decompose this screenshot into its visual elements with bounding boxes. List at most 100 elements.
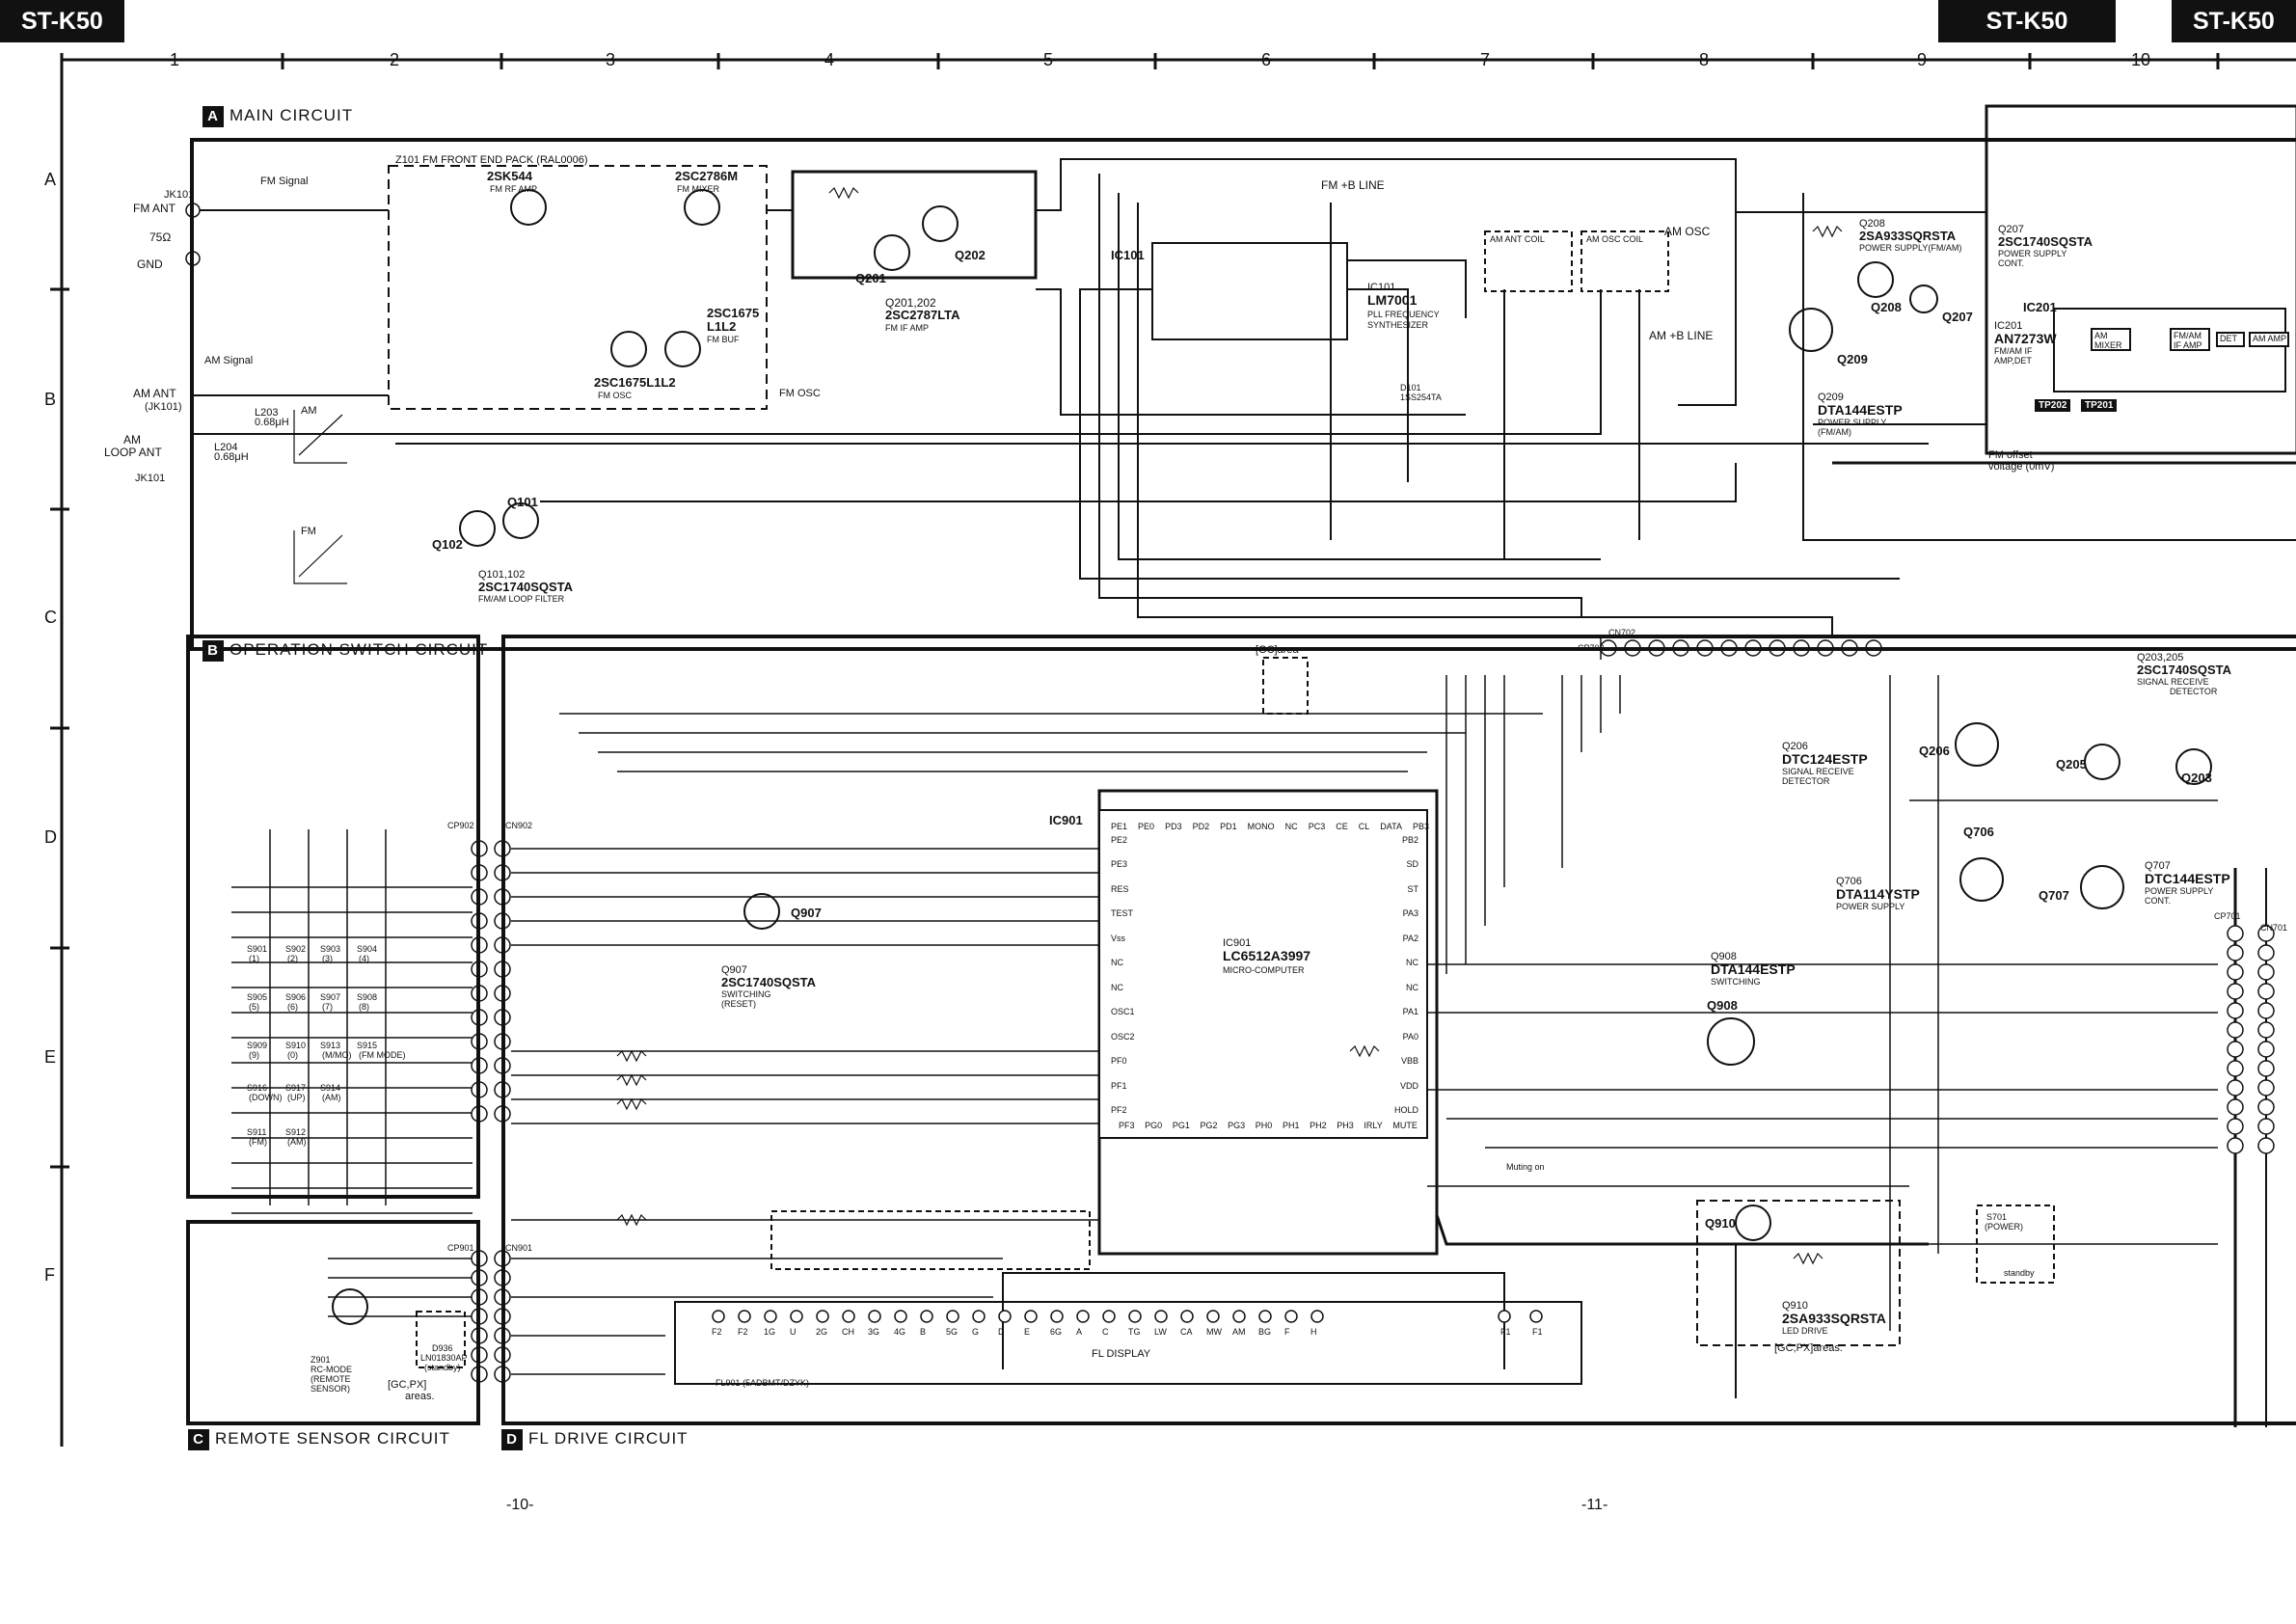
q206-desc-2: DETECTOR: [1782, 776, 1830, 786]
q101-symbol: Q101: [507, 495, 538, 509]
q907-desc-2: (RESET): [721, 999, 756, 1009]
ln-desc: (standby): [424, 1363, 461, 1372]
am-osc-coil: AM OSC COIL: [1586, 234, 1644, 244]
z901-desc-2: (REMOTE: [311, 1374, 351, 1384]
q208-id: Q208: [1859, 218, 1885, 230]
lm7001: LM7001: [1367, 292, 1418, 308]
fm-buf: FM BUF: [707, 335, 740, 344]
d101-type: 1SS254TA: [1400, 392, 1442, 402]
q207-id: Q207: [1998, 224, 2024, 235]
tp201: TP201: [2081, 399, 2118, 412]
switch-label-3: (3): [322, 954, 333, 963]
q907-type: 2SC1740SQSTA: [721, 975, 817, 989]
l204-value: 0.68μH: [214, 451, 249, 463]
fm-rf-amp: FM RF AMP: [490, 184, 537, 194]
q-2sc1675: 2SC1675: [707, 306, 760, 320]
switch-s914: S914: [320, 1083, 341, 1093]
am-signal-label: AM Signal: [204, 355, 254, 366]
q203-205-id: Q203,205: [2137, 652, 2184, 663]
q908-id: Q908: [1711, 951, 1737, 962]
fl901-label: FL901 (5ADBMT/DZYK): [716, 1378, 810, 1388]
switch-s915: S915: [357, 1041, 378, 1050]
ic201-pin-label: IC201: [2023, 300, 2057, 314]
l203-label: L203: [255, 407, 279, 419]
switch-label-6: (6): [287, 1002, 298, 1012]
fm-osc: FM OSC: [598, 391, 632, 400]
switch-label-am-b: (AM): [287, 1137, 307, 1147]
switch-s903: S903: [320, 944, 341, 954]
switch-label-am-a: (AM): [322, 1093, 341, 1102]
cp901-label: CP901: [447, 1243, 474, 1253]
switch-s907: S907: [320, 992, 341, 1002]
an7273w: AN7273W: [1994, 331, 2057, 346]
q206-id: Q206: [1782, 741, 1808, 752]
am-ant-label: AM ANT: [133, 387, 176, 400]
gcpx-label: [GC,PX]: [388, 1379, 427, 1391]
switch-label-mmo: (M/MO): [322, 1050, 352, 1060]
l204-label: L204: [214, 442, 238, 453]
switch-label-8: (8): [359, 1002, 369, 1012]
column-1: 1: [170, 50, 180, 69]
am-loop-label: AM: [123, 433, 141, 447]
row-e: E: [44, 1047, 57, 1067]
q206-type: DTC124ESTP: [1782, 751, 1868, 767]
lc6512: LC6512A3997: [1223, 948, 1311, 963]
q910-desc: LED DRIVE: [1782, 1326, 1828, 1336]
jk101-c: JK101: [135, 473, 166, 484]
operation-switch-block: [186, 635, 480, 1199]
am-mixer-block: AM MIXER: [2091, 328, 2131, 351]
q203-desc-1: SIGNAL RECEIVE: [2137, 677, 2209, 687]
ohm-label: 75Ω: [149, 230, 172, 244]
q907-id: Q907: [721, 964, 747, 976]
q209-type: DTA144ESTP: [1818, 402, 1903, 418]
q910-symbol: Q910: [1705, 1216, 1736, 1231]
switch-label-4: (4): [359, 954, 369, 963]
l1l2-a: L1L2: [707, 319, 737, 334]
column-5: 5: [1043, 50, 1054, 69]
s701-desc: (POWER): [1985, 1222, 2023, 1232]
q102-symbol: Q102: [432, 537, 463, 552]
cn901-label: CN901: [505, 1243, 533, 1253]
switch-label-down: (DOWN): [249, 1093, 283, 1102]
remote-sensor-block: [186, 1220, 480, 1425]
switch-label-0: (0): [287, 1050, 298, 1060]
row-d: D: [44, 827, 57, 847]
q209-desc-1: POWER SUPPLY: [1818, 418, 1887, 427]
switch-label-5: (5): [249, 1002, 259, 1012]
switch-s904: S904: [357, 944, 378, 954]
ln-label: LN01830AP: [420, 1353, 468, 1363]
d936-label: D936: [432, 1343, 453, 1353]
q209-desc-2: (FM/AM): [1818, 427, 1851, 437]
ic201-desc-2: AMP,DET: [1994, 356, 2032, 365]
fm-ant-label: FM ANT: [133, 202, 176, 215]
q201-label: Q201: [855, 271, 886, 285]
page-number-left: -10-: [506, 1497, 534, 1513]
ic201-id: IC201: [1994, 320, 2023, 332]
cn902-label: CN902: [505, 821, 533, 830]
switch-label-1: (1): [249, 954, 259, 963]
z901-desc-1: RC-MODE: [311, 1365, 352, 1374]
q207-symbol: Q207: [1942, 310, 1973, 324]
pll-2: SYNTHESIZER: [1367, 320, 1429, 330]
cn701-label: CN701: [2260, 923, 2288, 933]
q908-desc: SWITCHING: [1711, 977, 1761, 987]
model-tab-left: ST-K50: [0, 0, 124, 42]
switch-s901: S901: [247, 944, 268, 954]
row-c: C: [44, 608, 57, 627]
switch-s905: S905: [247, 992, 268, 1002]
gnd-label: GND: [137, 257, 163, 271]
q910-type: 2SA933SQRSTA: [1782, 1311, 1886, 1326]
column-8: 8: [1699, 50, 1710, 69]
switch-label-fm: (FM): [249, 1137, 267, 1147]
switch-s902: S902: [285, 944, 307, 954]
q707-symbol: Q707: [2039, 888, 2069, 903]
switch-label-7: (7): [322, 1002, 333, 1012]
cp702-label: CP702: [1578, 643, 1605, 653]
pll-1: PLL FREQUENCY: [1367, 310, 1440, 319]
q908-type: DTA144ESTP: [1711, 961, 1796, 977]
switch-s916: S916: [247, 1083, 268, 1093]
q205-symbol: Q205: [2056, 757, 2087, 771]
